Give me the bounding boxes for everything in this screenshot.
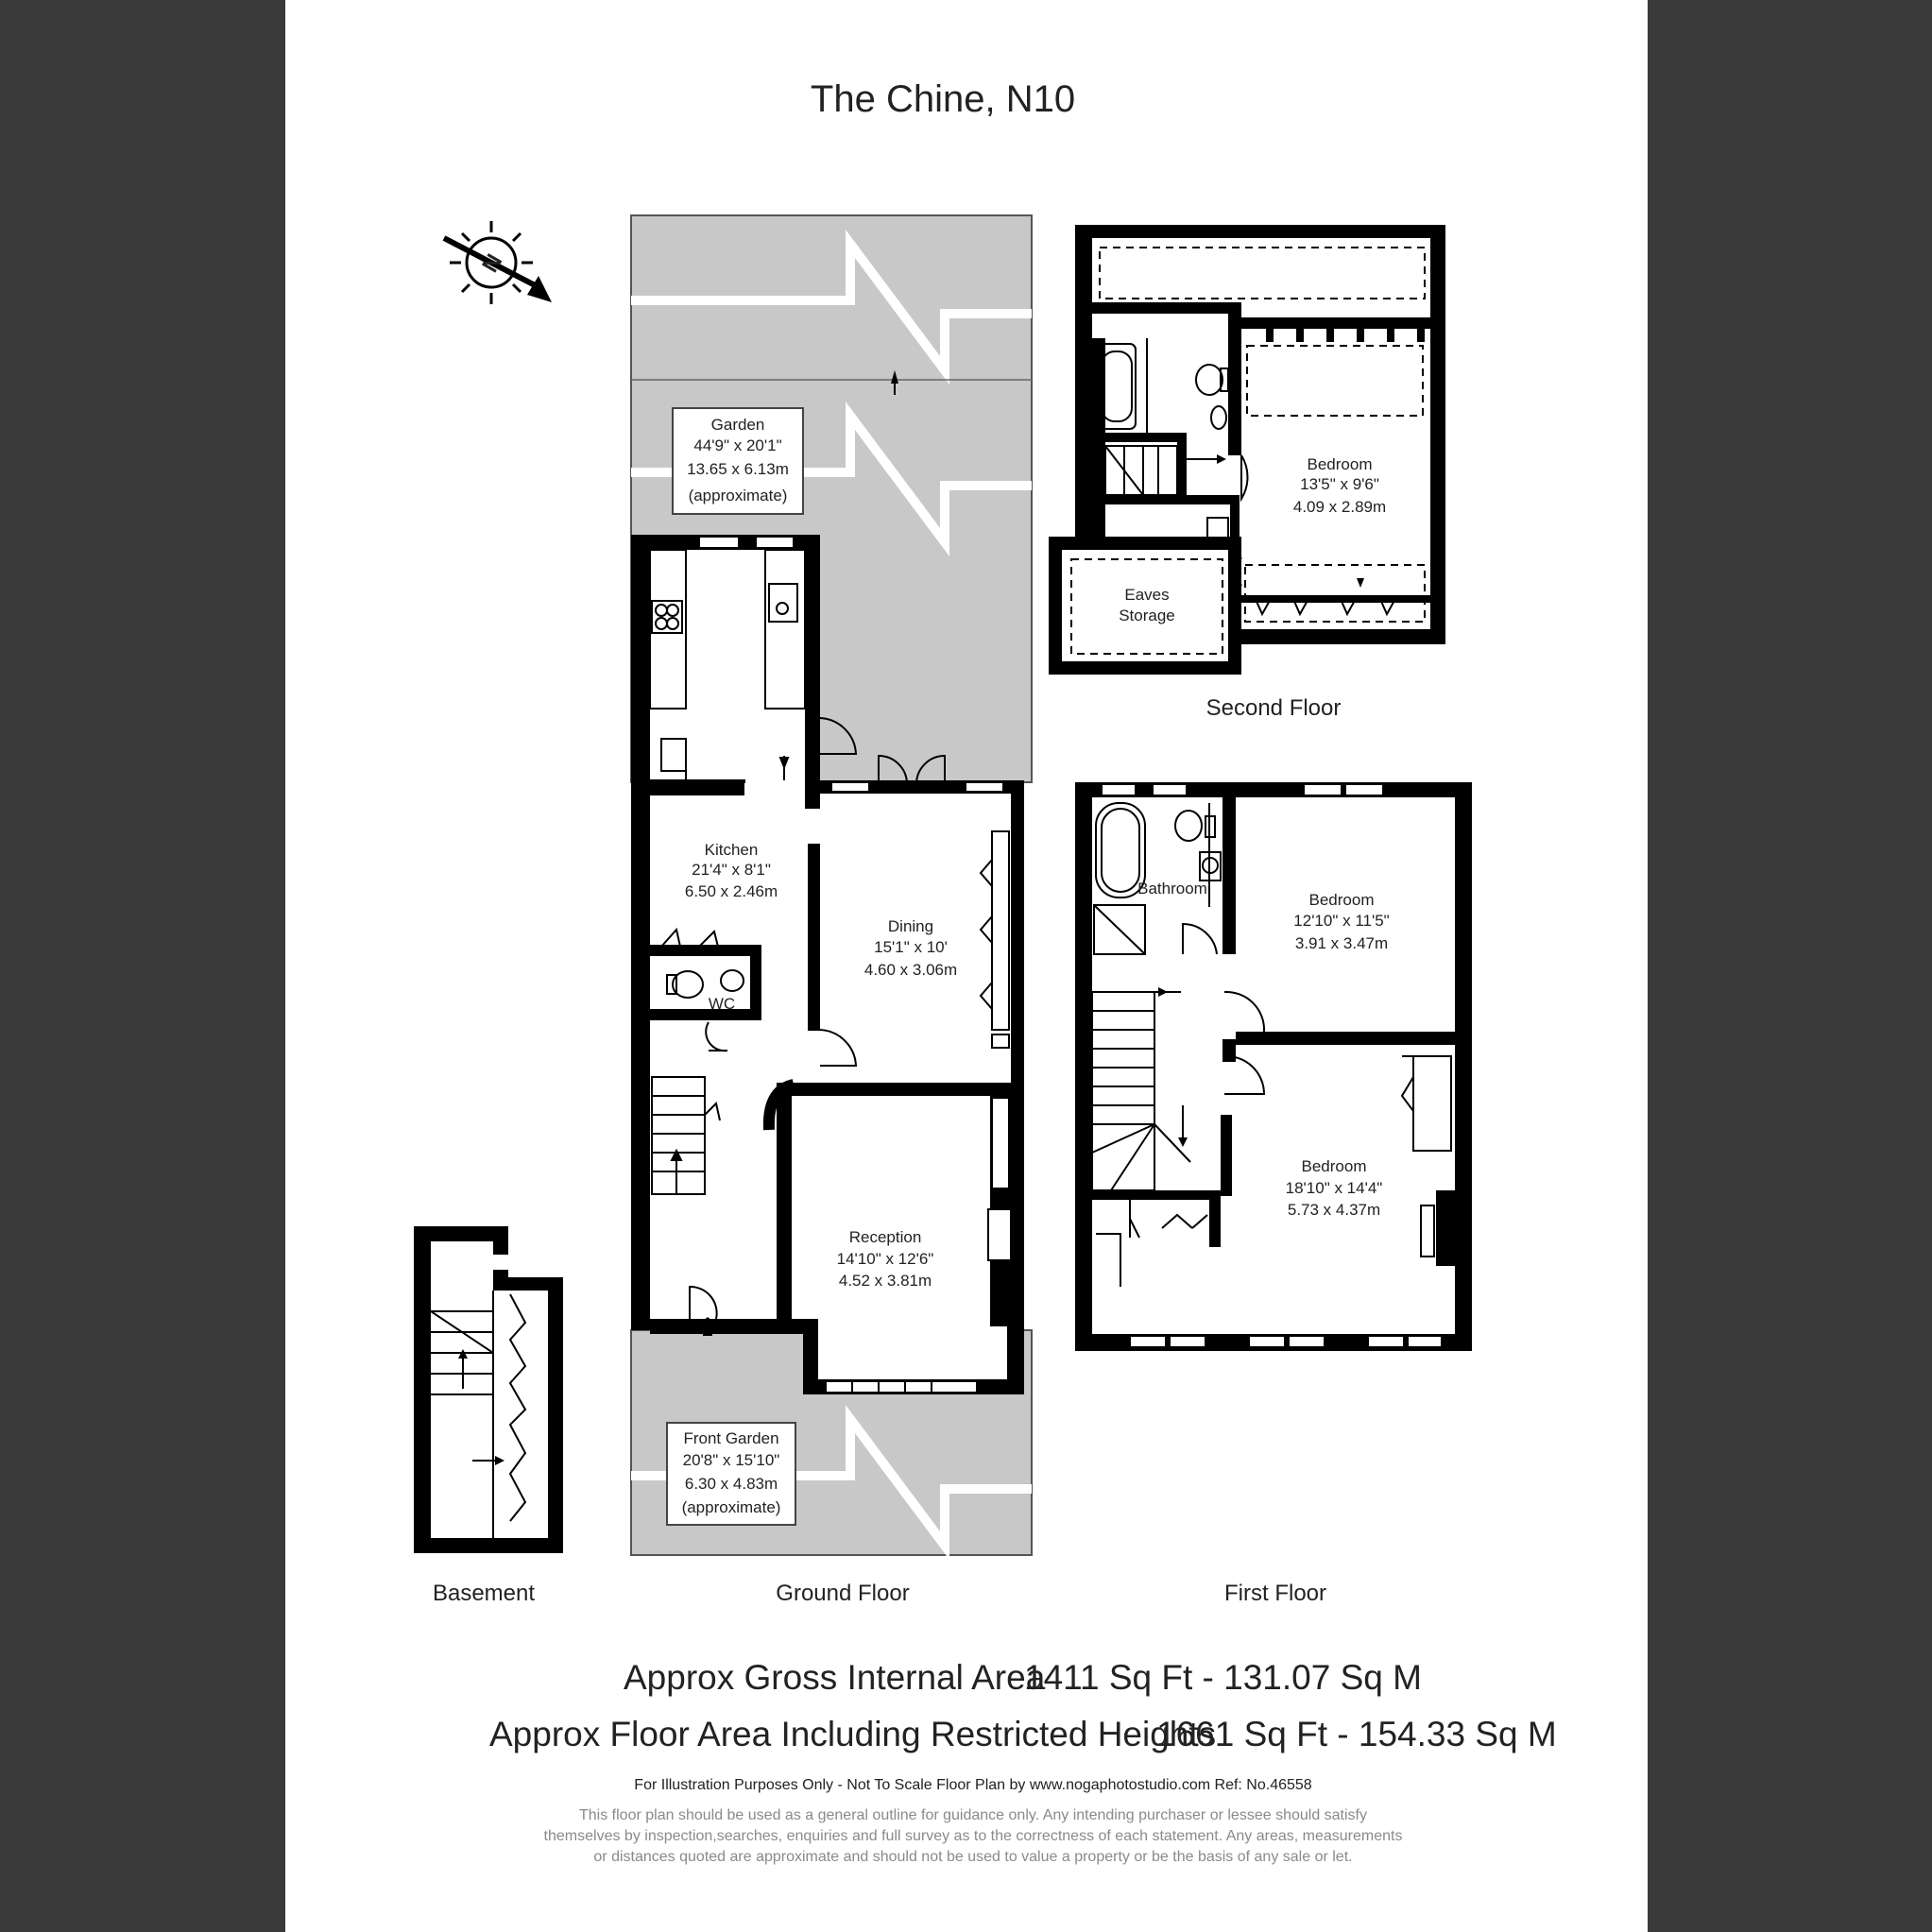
first-floor-plan [1075, 782, 1472, 1351]
floor-label-second: Second Floor [1206, 695, 1342, 721]
bedroom-1f-b-imperial: 18'10" x 14'4" [1286, 1179, 1383, 1197]
plan-title: The Chine, N10 [811, 78, 1075, 120]
gia-value: 1411 Sq Ft - 131.07 Sq M [1024, 1658, 1422, 1697]
bedroom-1f-a-label: Bedroom 12'10" x 11'5" 3.91 x 3.47m [1293, 891, 1389, 952]
reception-name: Reception [849, 1228, 922, 1246]
dining-imperial: 15'1" x 10' [874, 938, 948, 956]
bathroom-label: Bathroom [1137, 880, 1207, 898]
bedroom-2f-name: Bedroom [1308, 455, 1373, 473]
front-garden-metric: 6.30 x 4.83m [685, 1475, 778, 1493]
footer-credit: For Illustration Purposes Only - Not To … [634, 1777, 1312, 1793]
front-garden-imperial: 20'8" x 15'10" [683, 1451, 780, 1469]
floor-label-first: First Floor [1224, 1581, 1326, 1606]
front-garden-name: Front Garden [683, 1429, 778, 1447]
disclaimer-line-2: themselves by inspection,searches, enqui… [544, 1828, 1403, 1844]
reception-imperial: 14'10" x 12'6" [837, 1250, 934, 1268]
bedroom-2f-imperial: 13'5" x 9'6" [1300, 475, 1379, 493]
garden-name: Garden [711, 416, 765, 434]
disclaimer-line-3: or distances quoted are approximate and … [593, 1849, 1352, 1865]
bedroom-2f-label: Bedroom 13'5" x 9'6" 4.09 x 2.89m [1293, 455, 1386, 516]
kitchen-metric: 6.50 x 2.46m [685, 882, 778, 900]
compass-icon: N [442, 221, 552, 304]
front-garden-label: Front Garden 20'8" x 15'10" 6.30 x 4.83m… [666, 1422, 796, 1526]
garden-imperial: 44'9" x 20'1" [693, 436, 781, 454]
garden-metric: 13.65 x 6.13m [687, 460, 789, 478]
gia-label: Approx Gross Internal Area [624, 1658, 1046, 1697]
eaves-name: Eaves [1124, 586, 1169, 604]
kitchen-label: Kitchen 21'4" x 8'1" 6.50 x 2.46m [685, 841, 778, 900]
dining-metric: 4.60 x 3.06m [864, 961, 957, 979]
disclaimer-line-1: This floor plan should be used as a gene… [579, 1807, 1367, 1823]
wc-label: WC [709, 995, 735, 1013]
bedroom-1f-a-metric: 3.91 x 3.47m [1295, 934, 1388, 952]
bedroom-1f-b-label: Bedroom 18'10" x 14'4" 5.73 x 4.37m [1286, 1157, 1383, 1219]
eaves-label: Eaves Storage [1119, 586, 1175, 624]
bedroom-2f-metric: 4.09 x 2.89m [1293, 498, 1386, 516]
garden-label: Garden 44'9" x 20'1" 13.65 x 6.13m (appr… [672, 407, 804, 515]
second-floor-plan [1049, 225, 1445, 675]
bedroom-1f-b-name: Bedroom [1302, 1157, 1367, 1175]
restricted-area-value: 1661 Sq Ft - 154.33 Sq M [1156, 1715, 1557, 1753]
front-garden-note: (approximate) [682, 1498, 781, 1516]
garden-note: (approximate) [689, 487, 788, 504]
eaves-name-2: Storage [1119, 607, 1175, 624]
bedroom-1f-a-imperial: 12'10" x 11'5" [1293, 912, 1389, 930]
bedroom-1f-b-metric: 5.73 x 4.37m [1288, 1201, 1380, 1219]
dining-label: Dining 15'1" x 10' 4.60 x 3.06m [864, 917, 957, 979]
floor-label-basement: Basement [433, 1581, 535, 1606]
floor-label-ground: Ground Floor [776, 1581, 909, 1606]
restricted-area-label: Approx Floor Area Including Restricted H… [489, 1715, 1216, 1753]
dining-name: Dining [888, 917, 933, 935]
reception-metric: 4.52 x 3.81m [839, 1272, 932, 1290]
ground-floor-plan [630, 214, 1033, 1561]
kitchen-name: Kitchen [705, 841, 759, 859]
bedroom-1f-a-name: Bedroom [1309, 891, 1375, 909]
kitchen-imperial: 21'4" x 8'1" [692, 861, 771, 879]
reception-label: Reception 14'10" x 12'6" 4.52 x 3.81m [837, 1228, 934, 1290]
basement-plan [414, 1226, 563, 1553]
